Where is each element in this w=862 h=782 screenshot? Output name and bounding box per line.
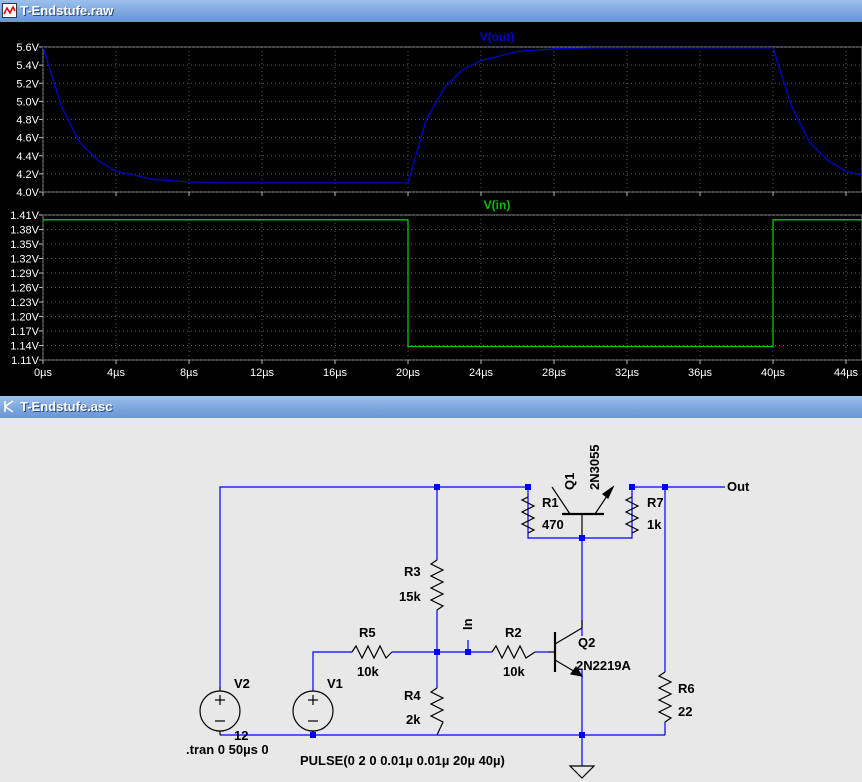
ground-symbol[interactable] (568, 765, 596, 779)
y-tick-label: 1.23V (10, 297, 39, 309)
voltage-source-v1[interactable] (292, 690, 334, 735)
r6-ref: R6 (678, 681, 695, 696)
r3-ref: R3 (404, 564, 421, 579)
x-tick-label: 0µs (34, 367, 52, 379)
r2-ref: R2 (505, 625, 522, 640)
x-tick-label: 32µs (615, 367, 640, 379)
x-tick-label: 24µs (469, 367, 494, 379)
y-tick-label: 1.35V (10, 239, 39, 251)
schematic-canvas[interactable]: Out In Q1 2N3055 R1 470 R7 1k R3 15k R5 … (0, 418, 862, 782)
r7-value: 1k (647, 517, 662, 532)
y-tick-label: 1.14V (10, 341, 39, 353)
r1-value: 470 (542, 517, 564, 532)
r5-value: 10k (357, 664, 379, 679)
resistor-r4[interactable] (429, 687, 445, 736)
resistor-r6[interactable] (657, 671, 673, 723)
q1-model: 2N3055 (587, 444, 602, 490)
resistor-r5[interactable] (351, 644, 393, 660)
vout-plot[interactable]: 5.6V 5.4V 5.2V 5.0V 4.8V 4.6V 4.4V 4.2V 4.0V (16, 42, 862, 199)
vout-trace[interactable] (42, 46, 862, 184)
v1-ref: V1 (327, 676, 343, 691)
vin-trace-label[interactable]: V(in) (484, 198, 511, 212)
junctions (310, 484, 668, 738)
y-tick-label: 5.0V (16, 96, 39, 108)
net-label-in[interactable]: In (460, 618, 475, 630)
y-tick-label: 1.29V (10, 268, 39, 280)
r7-ref: R7 (647, 495, 664, 510)
y-tick-label: 1.26V (10, 283, 39, 295)
net-label-out[interactable]: Out (727, 479, 750, 494)
resistor-r2[interactable] (491, 644, 536, 660)
waveform-window-titlebar[interactable]: T-Endstufe.raw (0, 0, 862, 22)
y-tick-label: 4.6V (16, 133, 39, 145)
q1-ref: Q1 (562, 473, 577, 490)
y-tick-label: 1.17V (10, 326, 39, 338)
x-tick-label: 44µs (834, 367, 859, 379)
transistor-q1[interactable] (551, 485, 615, 538)
x-tick-label: 16µs (323, 367, 348, 379)
y-tick-label: 1.20V (10, 312, 39, 324)
r6-value: 22 (678, 704, 692, 719)
vout-trace-label[interactable]: V(out) (480, 30, 515, 44)
waveform-pane[interactable]: 5.6V 5.4V 5.2V 5.0V 4.8V 4.6V 4.4V 4.2V 4.0V 1.4… (0, 22, 862, 388)
y-tick-label: 1.11V (11, 355, 40, 367)
resistor-r7[interactable] (624, 496, 640, 534)
v1-value: PULSE(0 2 0 0.01µ 0.01µ 20µ 40µ) (300, 753, 505, 768)
r3-value: 15k (399, 589, 421, 604)
schematic-window-icon (4, 400, 14, 413)
r1-ref: R1 (542, 495, 559, 510)
x-tick-label: 36µs (688, 367, 713, 379)
y-tick-label: 5.6V (16, 42, 39, 54)
y-tick-label: 1.38V (10, 225, 39, 237)
x-tick-label: 28µs (542, 367, 567, 379)
x-tick-label: 4µs (107, 367, 125, 379)
waveform-window-icon (2, 3, 17, 18)
y-tick-label: 1.32V (10, 254, 39, 266)
r2-value: 10k (503, 664, 525, 679)
v2-value: 12 (234, 728, 248, 743)
y-tick-label: 5.4V (16, 60, 39, 72)
transistor-q2[interactable] (548, 620, 584, 677)
schematic-window-titlebar[interactable]: T-Endstufe.asc (0, 396, 862, 418)
v2-ref: V2 (234, 676, 250, 691)
voltage-source-v2[interactable] (199, 687, 241, 735)
r4-ref: R4 (404, 688, 421, 703)
y-tick-label: 4.2V (16, 169, 39, 181)
vin-plot[interactable]: 1.41V 1.38V 1.35V 1.32V 1.29V 1.26V 1.23V 1.20V… (10, 210, 862, 379)
x-tick-label: 12µs (250, 367, 275, 379)
r5-ref: R5 (359, 625, 376, 640)
q2-model: 2N2219A (576, 658, 632, 673)
y-tick-label: 4.8V (16, 115, 39, 127)
resistor-r3[interactable] (429, 559, 445, 611)
resistor-r1[interactable] (520, 496, 536, 534)
y-tick-label: 1.41V (10, 210, 39, 222)
x-tick-label: 8µs (180, 367, 198, 379)
x-tick-label: 20µs (396, 367, 421, 379)
waveform-window-title: T-Endstufe.raw (20, 3, 114, 18)
schematic-window-title: T-Endstufe.asc (20, 399, 113, 414)
y-tick-label: 4.4V (16, 151, 39, 163)
y-tick-label: 4.0V (16, 187, 39, 199)
q2-ref: Q2 (578, 635, 595, 650)
y-tick-label: 5.2V (16, 78, 39, 90)
x-tick-label: 40µs (761, 367, 786, 379)
tran-directive[interactable]: .tran 0 50µs 0 (186, 742, 269, 757)
r4-value: 2k (406, 712, 421, 727)
vin-trace[interactable] (43, 219, 862, 348)
